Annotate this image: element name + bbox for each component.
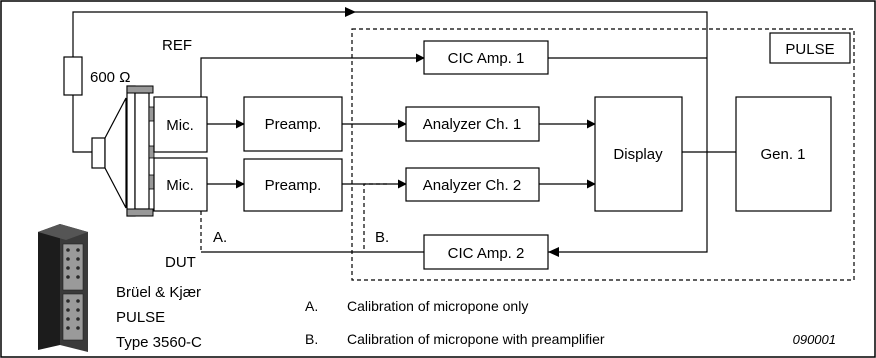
- feedback-arrowhead: [345, 7, 356, 17]
- path-b-dashed-link: [363, 183, 387, 252]
- display-box: [594, 96, 683, 212]
- legend-key-b: B.: [305, 331, 318, 347]
- preamp-ref-label: Preamp.: [265, 116, 322, 133]
- ref-label: REF: [162, 37, 192, 54]
- device-brand: Brüel & Kjær: [116, 284, 201, 301]
- pulse-boundary: [351, 28, 855, 281]
- gen1-label: Gen. 1: [760, 146, 805, 163]
- display-label: Display: [613, 146, 663, 163]
- dut-label: DUT: [165, 254, 196, 271]
- mic-ref-box: [153, 96, 208, 153]
- mic-dut-mount: [148, 174, 155, 190]
- preamp-ref-box: [243, 96, 343, 152]
- mic-ref-mount: [148, 106, 155, 122]
- legend-text-b: Calibration of micropone with preamplifi…: [347, 331, 605, 347]
- coupler-plate-left: [126, 85, 136, 217]
- analyzer-ch1-label: Analyzer Ch. 1: [423, 116, 521, 133]
- resistor: [63, 56, 83, 96]
- gen1-box: [735, 96, 832, 212]
- analyzer-ch2-box: [405, 167, 540, 202]
- legend: A. Calibration of micropone only B. Cali…: [305, 298, 605, 347]
- coupler-clamp-top: [126, 85, 154, 94]
- cic-amp1-label: CIC Amp. 1: [448, 50, 525, 67]
- preamp-dut-box: [243, 158, 343, 212]
- legend-text-a: Calibration of micropone only: [347, 298, 528, 314]
- coupler-clamp-bottom: [126, 208, 154, 217]
- coupler-center-mount: [148, 145, 155, 159]
- pulse-label: PULSE: [785, 41, 834, 58]
- source-horn: [104, 97, 127, 209]
- analyzer-ch2-label: Analyzer Ch. 2: [423, 177, 521, 194]
- ref-to-cic-amp1-line: [200, 53, 425, 97]
- device-type: Type 3560-C: [116, 334, 202, 351]
- resistor-to-source-line: [72, 95, 92, 153]
- source-driver: [91, 137, 106, 169]
- cic-amp2-box: [423, 234, 549, 270]
- analyzer-ch1-box: [405, 106, 540, 142]
- gen-to-cic-amp2-line: [548, 152, 708, 253]
- mic-dut-label: Mic.: [166, 177, 194, 194]
- pulse-hardware-image: [38, 224, 88, 352]
- cic-amp1-box: [423, 40, 549, 75]
- cic-amp2-input-arrowhead: [548, 247, 559, 257]
- cic-amp2-label: CIC Amp. 2: [448, 245, 525, 262]
- point-b-label: B.: [375, 229, 389, 246]
- point-a-label: A.: [213, 229, 227, 246]
- mic-dut-box: [153, 157, 208, 212]
- mic-ref-label: Mic.: [166, 117, 194, 134]
- generator-feedback-line: [72, 11, 708, 152]
- coupler-body: [134, 92, 150, 210]
- resistor-label: 600 Ω: [90, 69, 130, 86]
- pulse-label-box: [769, 32, 851, 64]
- device-name: PULSE: [116, 309, 165, 326]
- legend-key-a: A.: [305, 298, 318, 314]
- figure-code: 090001: [793, 332, 836, 347]
- preamp-dut-label: Preamp.: [265, 177, 322, 194]
